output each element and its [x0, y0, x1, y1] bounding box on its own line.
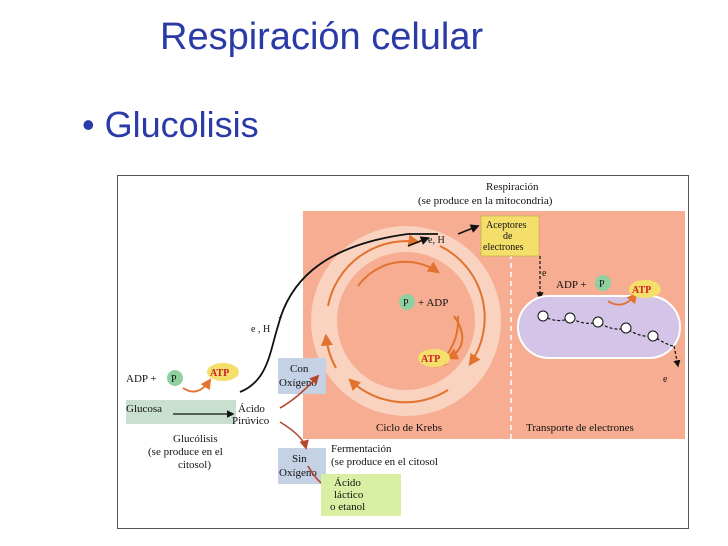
acido-lactico-box [321, 474, 401, 516]
fermentacion-line-2: (se produce en el citosol [331, 456, 438, 468]
eh-top-label: e, H [428, 235, 445, 246]
acido-lactico-1: Ácido [334, 477, 361, 489]
krebs-adp-arrow [445, 315, 464, 360]
glucosa-label: Glucosa [126, 403, 162, 415]
bullet-glucolisis: • Glucolisis [82, 104, 259, 145]
aceptores-box [480, 215, 540, 257]
ciclo-krebs-label: Ciclo de Krebs [376, 422, 442, 434]
eh-plus-sign: + [278, 313, 283, 322]
atp-right-badge [629, 280, 661, 298]
atp-center-badge [418, 349, 450, 367]
p-left: P [171, 374, 177, 385]
to-krebs-arrow [279, 374, 320, 409]
sin-oxigeno-box [278, 448, 326, 484]
p-right-circle [595, 275, 611, 291]
p-left-circle [167, 370, 183, 386]
bullet-text: Glucolisis [104, 104, 259, 145]
respiracion-sub: (se produce en la mitocondria) [418, 195, 553, 207]
adp-center: + ADP [418, 297, 448, 309]
krebs-arrow-top [327, 234, 421, 307]
e-end-label: e [663, 374, 668, 385]
to-fermentacion-arrow [279, 421, 309, 450]
sin-oxigeno-2: Oxígeno [279, 467, 317, 479]
p-center: P [403, 298, 409, 309]
acido-piruvico-2: Pirúvico [232, 415, 270, 427]
atp-right-arrow [607, 292, 638, 306]
carrier-1 [537, 310, 549, 322]
p-right: P [599, 279, 605, 290]
glucolisis-line-2: (se produce en el [148, 446, 223, 458]
p-center-circle [399, 294, 415, 310]
glucolisis-line-3: citosol) [178, 459, 211, 471]
carrier-4 [620, 322, 632, 334]
aceptores-line-1: Aceptores [486, 220, 527, 231]
krebs-arrow-bottom [348, 378, 449, 404]
carrier-3 [592, 316, 604, 328]
adp-right: ADP + [556, 279, 587, 291]
sin-oxigeno-1: Sin [292, 453, 307, 465]
atp-left-arrow [182, 378, 212, 393]
aceptores-line-2: de [503, 231, 513, 242]
acido-piruvico-1: Ácido [238, 403, 265, 415]
atp-left-badge [207, 363, 239, 381]
glucolisis-line-1: Glucólisis [173, 433, 218, 445]
acido-lactico-2: láctico [334, 489, 364, 501]
e-down-label: e [542, 268, 547, 279]
e-end-arrow [673, 345, 681, 368]
eh-arrow-top [407, 236, 430, 247]
transporte-label: Transporte de electrones [526, 422, 634, 434]
respiracion-title: Respiración [486, 181, 539, 193]
aceptores-line-3: electrones [483, 242, 524, 253]
adp-left: ADP + [126, 373, 157, 385]
acido-lactico-3: o etanol [330, 501, 365, 513]
diagram-canvas: Respiración (se produce en la mitocondri… [126, 181, 685, 516]
atp-left: ATP [210, 368, 229, 379]
eh-mid-label: e , H [251, 324, 270, 335]
krebs-inner-arrow-1 [357, 260, 440, 287]
glucolisis-bar [126, 400, 236, 424]
con-oxigeno-1: Con [290, 363, 309, 375]
atp-center: ATP [421, 354, 440, 365]
respiration-diagram: Respiración (se produce en la mitocondri… [117, 175, 689, 529]
fermentacion-line-1: Fermentación [331, 443, 392, 455]
atp-right: ATP [632, 285, 651, 296]
carrier-circles [537, 310, 659, 342]
krebs-arrow-right [439, 245, 486, 366]
carrier-5 [647, 330, 659, 342]
krebs-arrow-left [320, 333, 337, 369]
carrier-2 [564, 312, 576, 324]
eh-arrow-to-aceptores [457, 224, 480, 235]
slide-title: Respiración celular [160, 16, 484, 58]
electron-path-curve [239, 233, 438, 393]
